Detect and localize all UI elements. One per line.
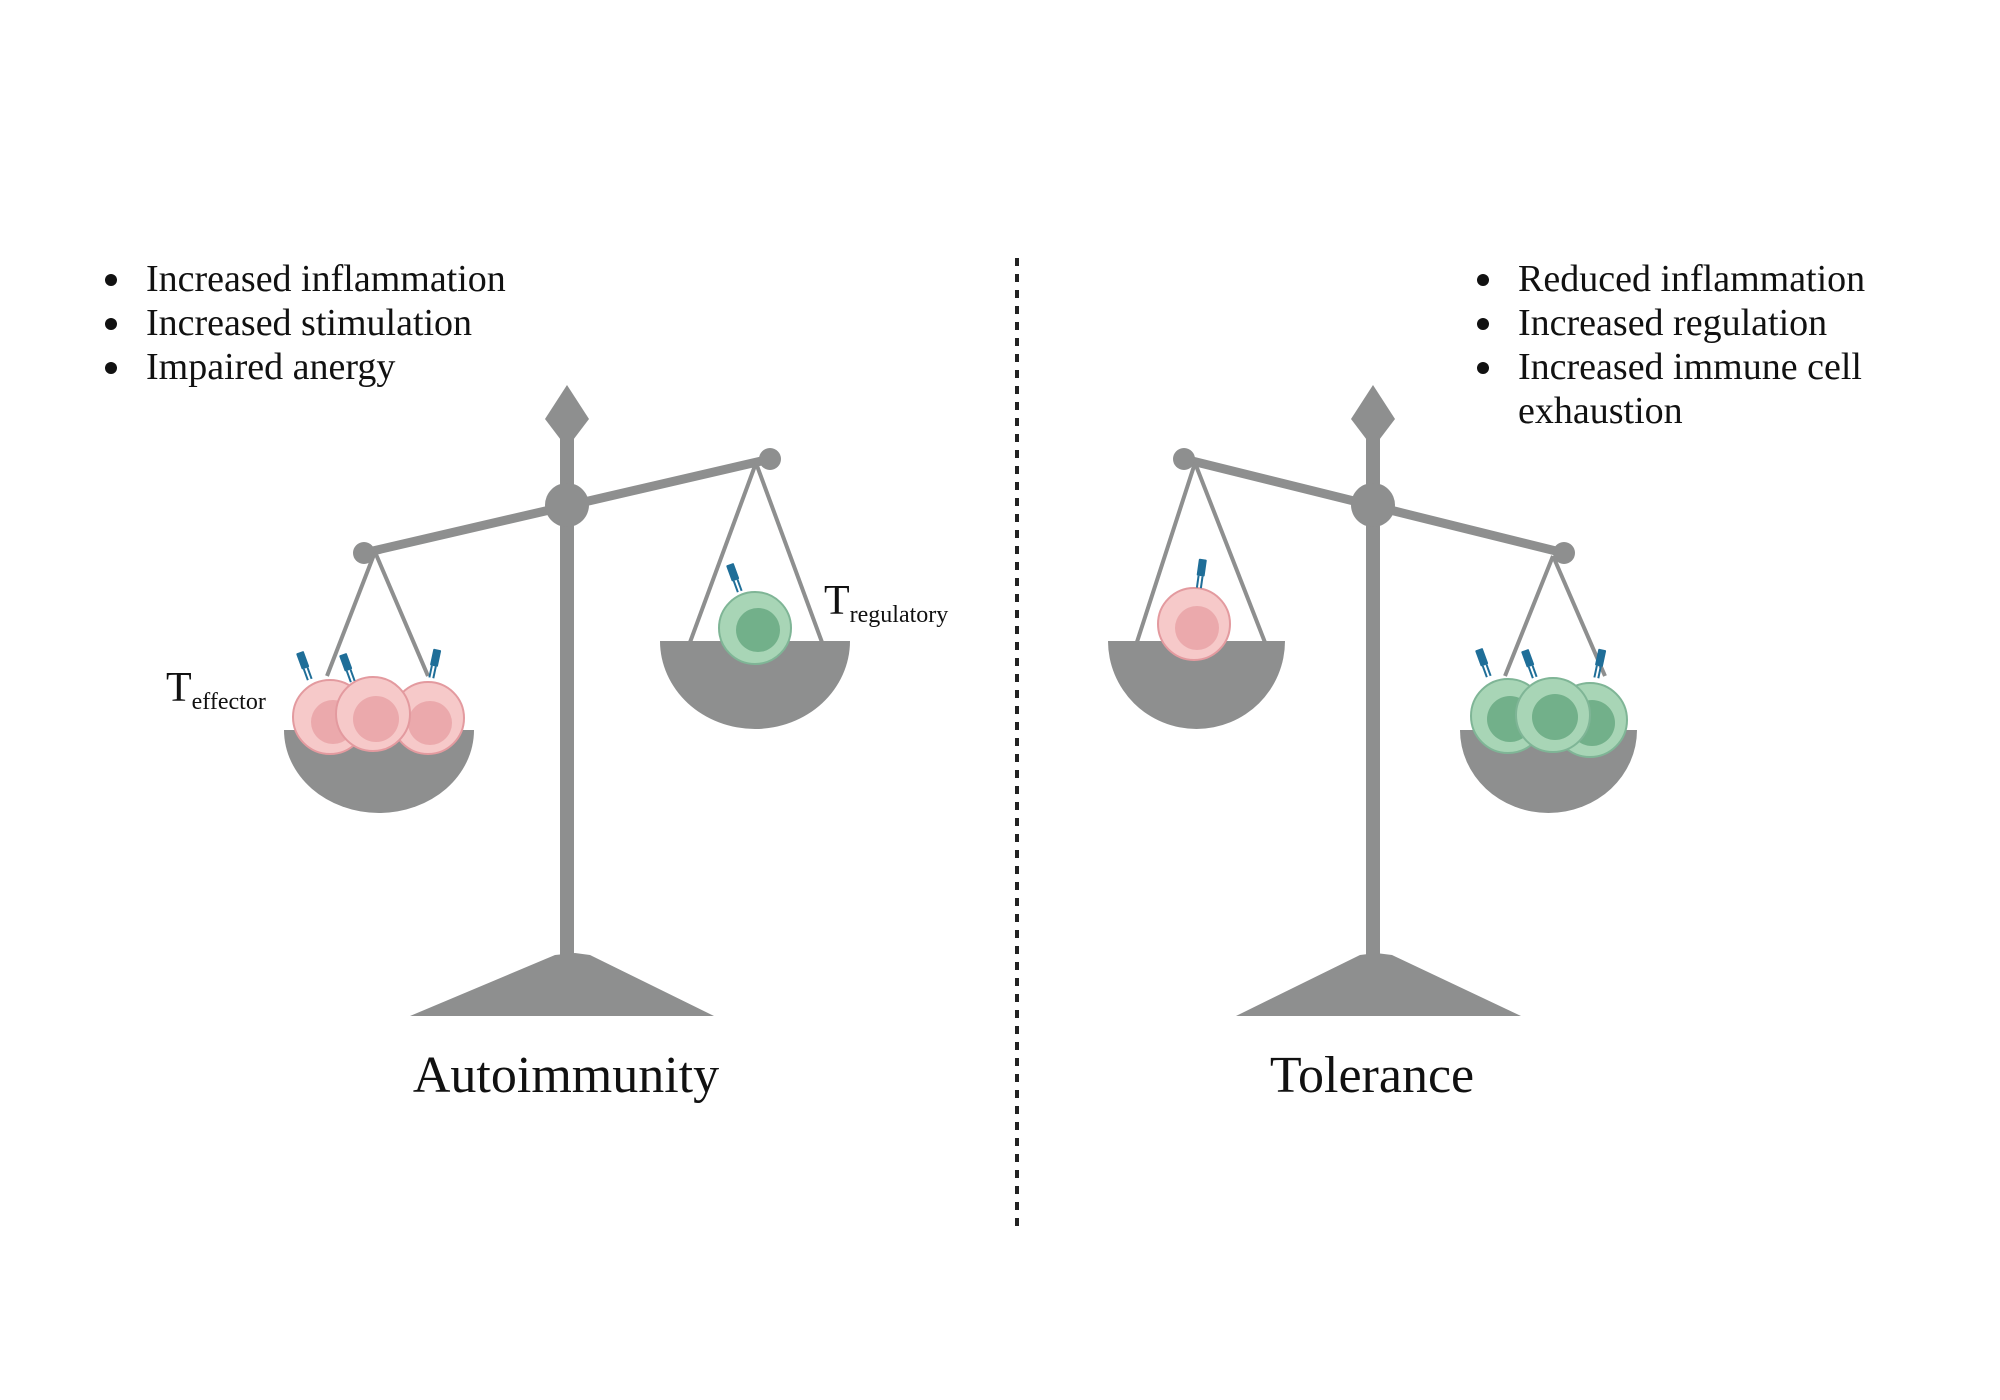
tolerance-title: Tolerance <box>1269 1047 1475 1104</box>
t-cell-receptor-icon <box>1193 557 1208 590</box>
t-effector-cell-icon <box>1157 587 1231 661</box>
t-regulatory-cell-icon <box>718 591 792 665</box>
autoimmunity-title: Autoimmunity <box>412 1047 720 1104</box>
left-bullet-item: Increased stimulation <box>102 301 662 345</box>
left-bullet-item: Increased inflammation <box>102 257 662 301</box>
t-regulatory-label: Tregulatory <box>824 578 949 628</box>
right-bullet-item: Increased immune cell exhaustion <box>1474 345 1954 433</box>
right-bullet-item: Increased regulation <box>1474 301 1954 345</box>
right-bullet-item: Reduced inflammation <box>1474 257 1954 301</box>
t-regulatory-cell-icon <box>1515 677 1591 753</box>
t-effector-label: Teffector <box>166 665 266 715</box>
left-bullet-item: Impaired anergy <box>102 345 662 389</box>
t-cell-receptor-icon <box>1520 647 1540 680</box>
right-bullet-list: Reduced inflammation Increased regulatio… <box>1474 257 1954 433</box>
t-cell-receptor-icon <box>1474 646 1494 679</box>
left-bullet-list: Increased inflammation Increased stimula… <box>102 257 662 389</box>
t-effector-cell-icon <box>391 681 465 755</box>
t-effector-cell-icon <box>335 676 411 752</box>
